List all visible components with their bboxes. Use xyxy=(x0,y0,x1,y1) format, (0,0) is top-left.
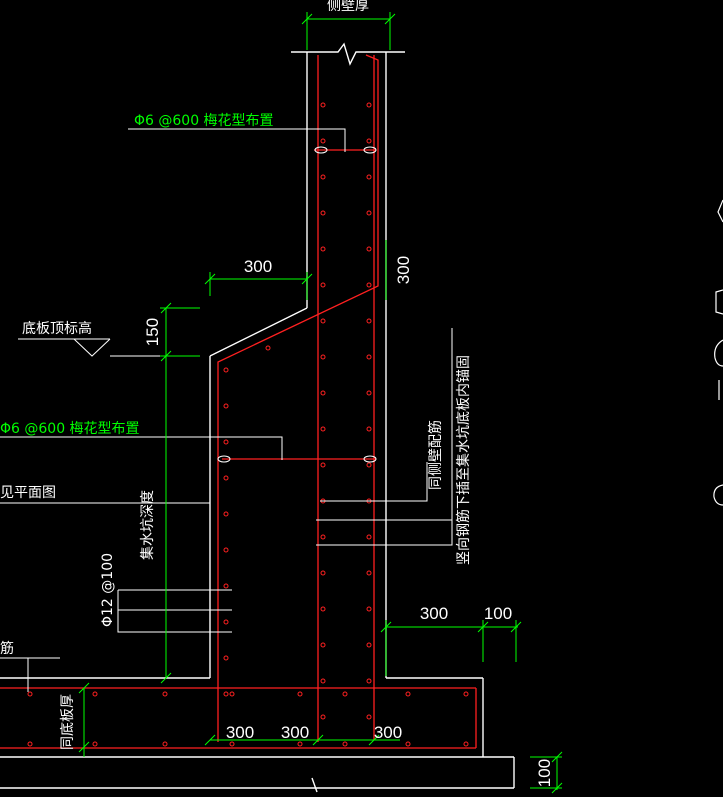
left-fragment-label: 筋 xyxy=(0,640,14,657)
dim-300-b1: 300 xyxy=(226,723,254,742)
rebar-dot xyxy=(366,642,372,648)
rebar-dot xyxy=(366,318,372,324)
rebar-dot xyxy=(320,462,326,468)
rebar-dot xyxy=(320,282,326,288)
rebar-dot xyxy=(320,318,326,324)
rebar-dot xyxy=(297,741,303,747)
rebar-dot xyxy=(223,475,229,481)
rebar-dot xyxy=(366,426,372,432)
rebar-dot xyxy=(27,691,33,697)
rebar-dot xyxy=(342,741,348,747)
rebar-dot xyxy=(223,403,229,409)
rebar-dot xyxy=(366,606,372,612)
slab-top-elev-label: 底板顶标高 xyxy=(22,320,92,337)
slab-thick-label: 同底板厚 xyxy=(60,694,76,750)
rebar-dot xyxy=(320,102,326,108)
rebar-dot xyxy=(320,642,326,648)
rebar-dot xyxy=(320,426,326,432)
dim-300-b2: 300 xyxy=(281,723,309,742)
dim-300-vertical: 300 xyxy=(394,256,413,284)
rebar-dot xyxy=(366,678,372,684)
elev-triangle xyxy=(73,338,111,357)
rebar-dot xyxy=(229,691,235,697)
rebar-bent xyxy=(217,54,379,742)
rebar-dot xyxy=(463,741,469,747)
rebar-dot xyxy=(320,246,326,252)
vert-bar-note: 竖向钢筋下插至集水坑底板内锚固 xyxy=(455,355,472,565)
wall-break-line xyxy=(291,42,405,66)
haunch-slope xyxy=(209,307,308,357)
rebar-dot xyxy=(223,655,229,661)
rebar-dot xyxy=(320,606,326,612)
rebar-dot xyxy=(223,619,229,625)
rebar-dot xyxy=(366,246,372,252)
leader-rebar-top xyxy=(128,128,346,152)
rebar-dot xyxy=(162,741,168,747)
rebar-dot xyxy=(366,102,372,108)
rebar-dot xyxy=(366,462,372,468)
leader-rebar-mid xyxy=(0,436,283,460)
rebar-dot xyxy=(320,570,326,576)
rebar-dot xyxy=(366,534,372,540)
rebar-dot xyxy=(342,691,348,697)
rebar-group xyxy=(0,54,477,749)
pit-depth-label: 集水坑深度 xyxy=(139,490,156,560)
rebar-dot xyxy=(223,583,229,589)
leader-vert-bar xyxy=(316,328,453,546)
rebar-dot xyxy=(320,534,326,540)
rebar-dot xyxy=(92,741,98,747)
rebar-note-mid: Φ6 @600 梅花型布置 xyxy=(0,421,140,437)
rebar-dot xyxy=(229,741,235,747)
see-plan-label: 见平面图 xyxy=(0,485,56,501)
rebar-dot xyxy=(223,511,229,517)
rebar-dot xyxy=(366,354,372,360)
phi12-label: Φ12 @100 xyxy=(100,553,116,627)
leader-lines xyxy=(0,128,453,692)
concrete-outline xyxy=(0,42,515,793)
rebar-dot xyxy=(297,691,303,697)
rebar-dot xyxy=(223,691,229,697)
dim-100-base: 100 xyxy=(535,759,554,787)
rebar-dot xyxy=(162,691,168,697)
rebar-dot xyxy=(366,390,372,396)
rebar-note-top: Φ6 @600 梅花型布置 xyxy=(134,113,274,129)
rebar-dot xyxy=(366,138,372,144)
rebar-dot xyxy=(320,210,326,216)
rebar-dot xyxy=(320,138,326,144)
dimension-lines xyxy=(78,12,563,794)
dim-100-right: 100 xyxy=(484,604,512,623)
leader-same-side xyxy=(320,462,428,502)
rebar-dot xyxy=(366,714,372,720)
rebar-dot xyxy=(223,547,229,553)
rebar-dot xyxy=(320,678,326,684)
rebar-dot xyxy=(320,390,326,396)
rebar-dot xyxy=(463,691,469,697)
rebar-dot xyxy=(92,691,98,697)
rebar-dot xyxy=(265,345,271,351)
wall-thickness-label: 侧壁厚 xyxy=(327,0,369,14)
rebar-dot xyxy=(366,570,372,576)
rebar-dot xyxy=(366,210,372,216)
rebar-dot xyxy=(366,282,372,288)
rebar-dot xyxy=(223,367,229,373)
leader-phi12 xyxy=(117,590,232,633)
rebar-dot xyxy=(405,691,411,697)
rebar-dot xyxy=(320,714,326,720)
hatch-tick xyxy=(311,777,318,793)
dim-300-top: 300 xyxy=(244,257,272,276)
rebar-dot xyxy=(320,174,326,180)
rebar-dot xyxy=(320,354,326,360)
rebar-dot xyxy=(223,439,229,445)
rebar-dot xyxy=(27,741,33,747)
right-edge-fragments xyxy=(713,199,723,506)
same-side-label: 同侧壁配筋 xyxy=(427,420,444,490)
dim-150: 150 xyxy=(143,318,162,346)
dim-300-b3: 300 xyxy=(374,723,402,742)
tie-hooks xyxy=(217,146,377,463)
rebar-dots xyxy=(27,102,469,747)
rebar-dot xyxy=(405,741,411,747)
rebar-dot xyxy=(366,174,372,180)
dim-300-bottom-right: 300 xyxy=(420,604,448,623)
